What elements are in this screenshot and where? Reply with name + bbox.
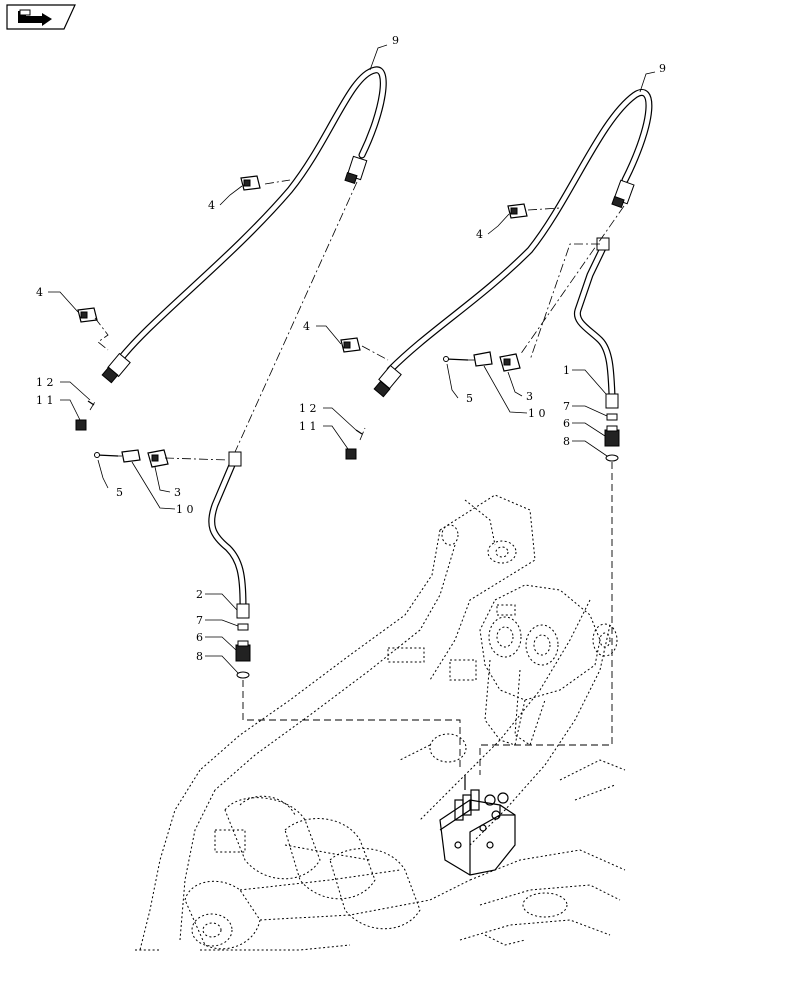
clamp-right-mid xyxy=(340,337,361,353)
callout-3-left: 3 xyxy=(174,486,181,499)
callout-5-left: 5 xyxy=(116,486,123,499)
return-arrow-icon xyxy=(18,9,52,26)
callout-5-right: 5 xyxy=(466,392,473,405)
callout-10-left: 1 0 xyxy=(176,503,194,516)
loader-boom-frame xyxy=(135,494,626,951)
nut-left xyxy=(75,400,95,431)
callout-hose-right: 9 xyxy=(659,62,666,75)
fittings-right-stack xyxy=(604,413,620,462)
callout-1: 1 xyxy=(563,364,570,377)
leader-lines xyxy=(48,44,656,674)
hose-left xyxy=(101,66,387,384)
hose-right xyxy=(373,89,653,398)
callout-8-left: 8 xyxy=(196,650,203,663)
assembly-path-lines xyxy=(89,179,625,775)
callout-clamp-left-mid: 4 xyxy=(36,286,43,299)
callout-11-left: 1 1 xyxy=(36,394,54,407)
callout-labels: 9 9 4 4 4 4 1 2 1 1 1 2 1 1 5 3 1 0 5 3 … xyxy=(36,34,666,663)
bracket-assembly-left xyxy=(94,449,169,468)
callout-6-right: 6 xyxy=(563,417,570,430)
callout-12-left: 1 2 xyxy=(36,376,54,389)
fittings-left-stack xyxy=(235,623,251,679)
callout-12-right: 1 2 xyxy=(299,402,317,415)
callout-11-right: 1 1 xyxy=(299,420,317,433)
callout-3-right: 3 xyxy=(526,390,533,403)
clamp-right-top xyxy=(507,203,528,219)
callout-hose-left: 9 xyxy=(392,34,399,47)
callout-clamp-right-mid: 4 xyxy=(303,320,310,333)
clamp-left-mid xyxy=(77,307,98,323)
callout-6-left: 6 xyxy=(196,631,203,644)
tube-2 xyxy=(208,451,250,619)
callout-clamp-left-top: 4 xyxy=(208,199,215,212)
nut-right xyxy=(345,429,363,460)
callout-7-right: 7 xyxy=(563,400,570,413)
return-button[interactable] xyxy=(6,4,76,30)
callout-clamp-right-top: 4 xyxy=(476,228,483,241)
callout-7-left: 7 xyxy=(196,614,203,627)
clamp-left-top xyxy=(240,175,261,191)
control-valve xyxy=(439,775,516,876)
bracket-assembly-right xyxy=(443,351,521,372)
callout-10-right: 1 0 xyxy=(528,407,546,420)
callout-2: 2 xyxy=(196,588,203,601)
callout-8-right: 8 xyxy=(563,435,570,448)
